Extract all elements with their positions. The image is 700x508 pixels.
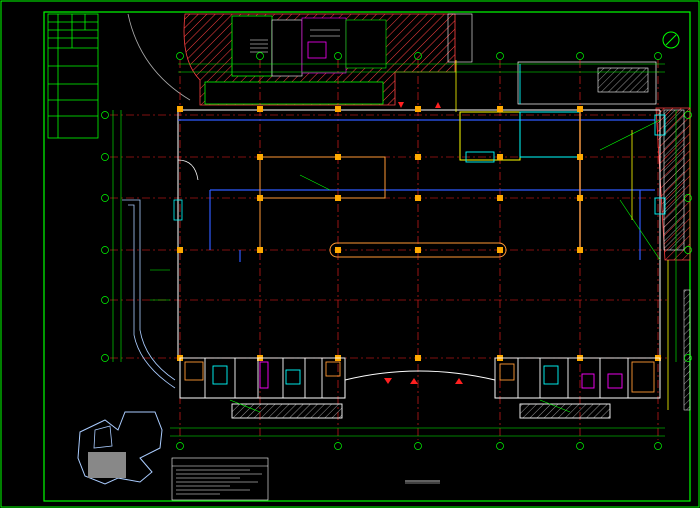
riser-lines (455, 60, 669, 410)
notes-block (171, 457, 269, 501)
bottom-left-rooms (179, 357, 346, 419)
exterior-walls (177, 109, 661, 399)
bottom-right-rooms (494, 357, 661, 419)
site-keyplan-icon (77, 411, 163, 485)
title-block (47, 13, 99, 139)
left-ramp (122, 159, 199, 389)
axis-grid (110, 60, 668, 440)
top-right-stair (447, 13, 657, 105)
room-outlines (259, 111, 581, 258)
adjacent-building-hatch (183, 13, 456, 106)
right-hatched-wall (655, 107, 691, 411)
site-boundary-curve (127, 13, 191, 101)
triangle-marker-icon (384, 102, 463, 384)
drawing-title-mark (405, 480, 440, 484)
compass-icon (662, 31, 680, 49)
columns (177, 106, 661, 361)
pipe-lines (178, 119, 655, 262)
annotation-leaders (150, 119, 661, 413)
dimension-lines (112, 63, 677, 437)
axis-bubbles (101, 52, 692, 450)
cyan-features (465, 64, 666, 215)
notes-placeholder-lines (176, 469, 262, 495)
